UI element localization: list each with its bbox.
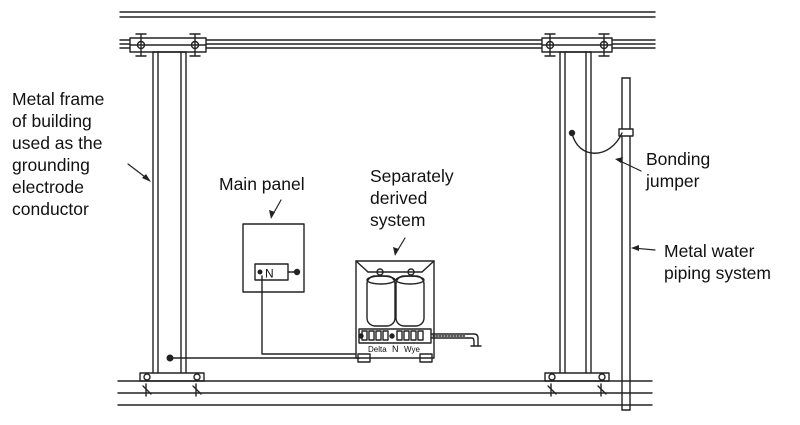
label-line: piping system <box>664 263 771 283</box>
right-steel-column <box>559 51 592 376</box>
panel-neutral-mark: N <box>265 267 274 281</box>
label-line: conductor <box>12 199 89 219</box>
grounding-conductor <box>166 275 361 362</box>
label-main-panel: Main panel <box>219 173 305 195</box>
transformer-unit: Delta N Wye <box>355 260 482 363</box>
left-steel-column <box>152 51 187 376</box>
floor-slab <box>117 380 653 406</box>
main-panel-box: N <box>242 223 305 293</box>
label-line: electrode <box>12 177 84 197</box>
label-line: Metal frame <box>12 89 105 109</box>
sds-neutral-label: N <box>392 344 399 354</box>
label-separately-derived: Separately derived system <box>370 165 454 231</box>
label-line: system <box>370 210 426 230</box>
left-base-plate <box>139 372 205 382</box>
label-bonding-jumper: Bonding jumper <box>646 148 710 192</box>
leader-bonding-jumper <box>617 159 642 172</box>
label-water-piping: Metal water piping system <box>664 240 771 284</box>
delta-label: Delta <box>368 345 387 354</box>
label-line: derived <box>370 188 428 208</box>
label-line: Bonding <box>646 149 711 169</box>
label-line: grounding <box>12 155 90 175</box>
label-metal-frame: Metal frame of building used as the grou… <box>12 88 104 220</box>
label-line: Main panel <box>219 174 305 194</box>
label-line: used as the <box>12 133 103 153</box>
leader-arrowheads <box>142 157 639 256</box>
wye-label: Wye <box>404 345 420 354</box>
left-top-clamp <box>129 33 207 57</box>
ceiling-lines <box>119 11 656 18</box>
label-line: jumper <box>646 171 700 191</box>
label-line: Metal water <box>664 241 755 261</box>
bonding-jumper-wire <box>568 129 623 154</box>
metal-water-pipe <box>618 77 634 411</box>
label-line: Separately <box>370 166 454 186</box>
label-line: of building <box>12 111 92 131</box>
right-top-clamp <box>541 33 613 57</box>
right-base-plate <box>544 372 610 382</box>
